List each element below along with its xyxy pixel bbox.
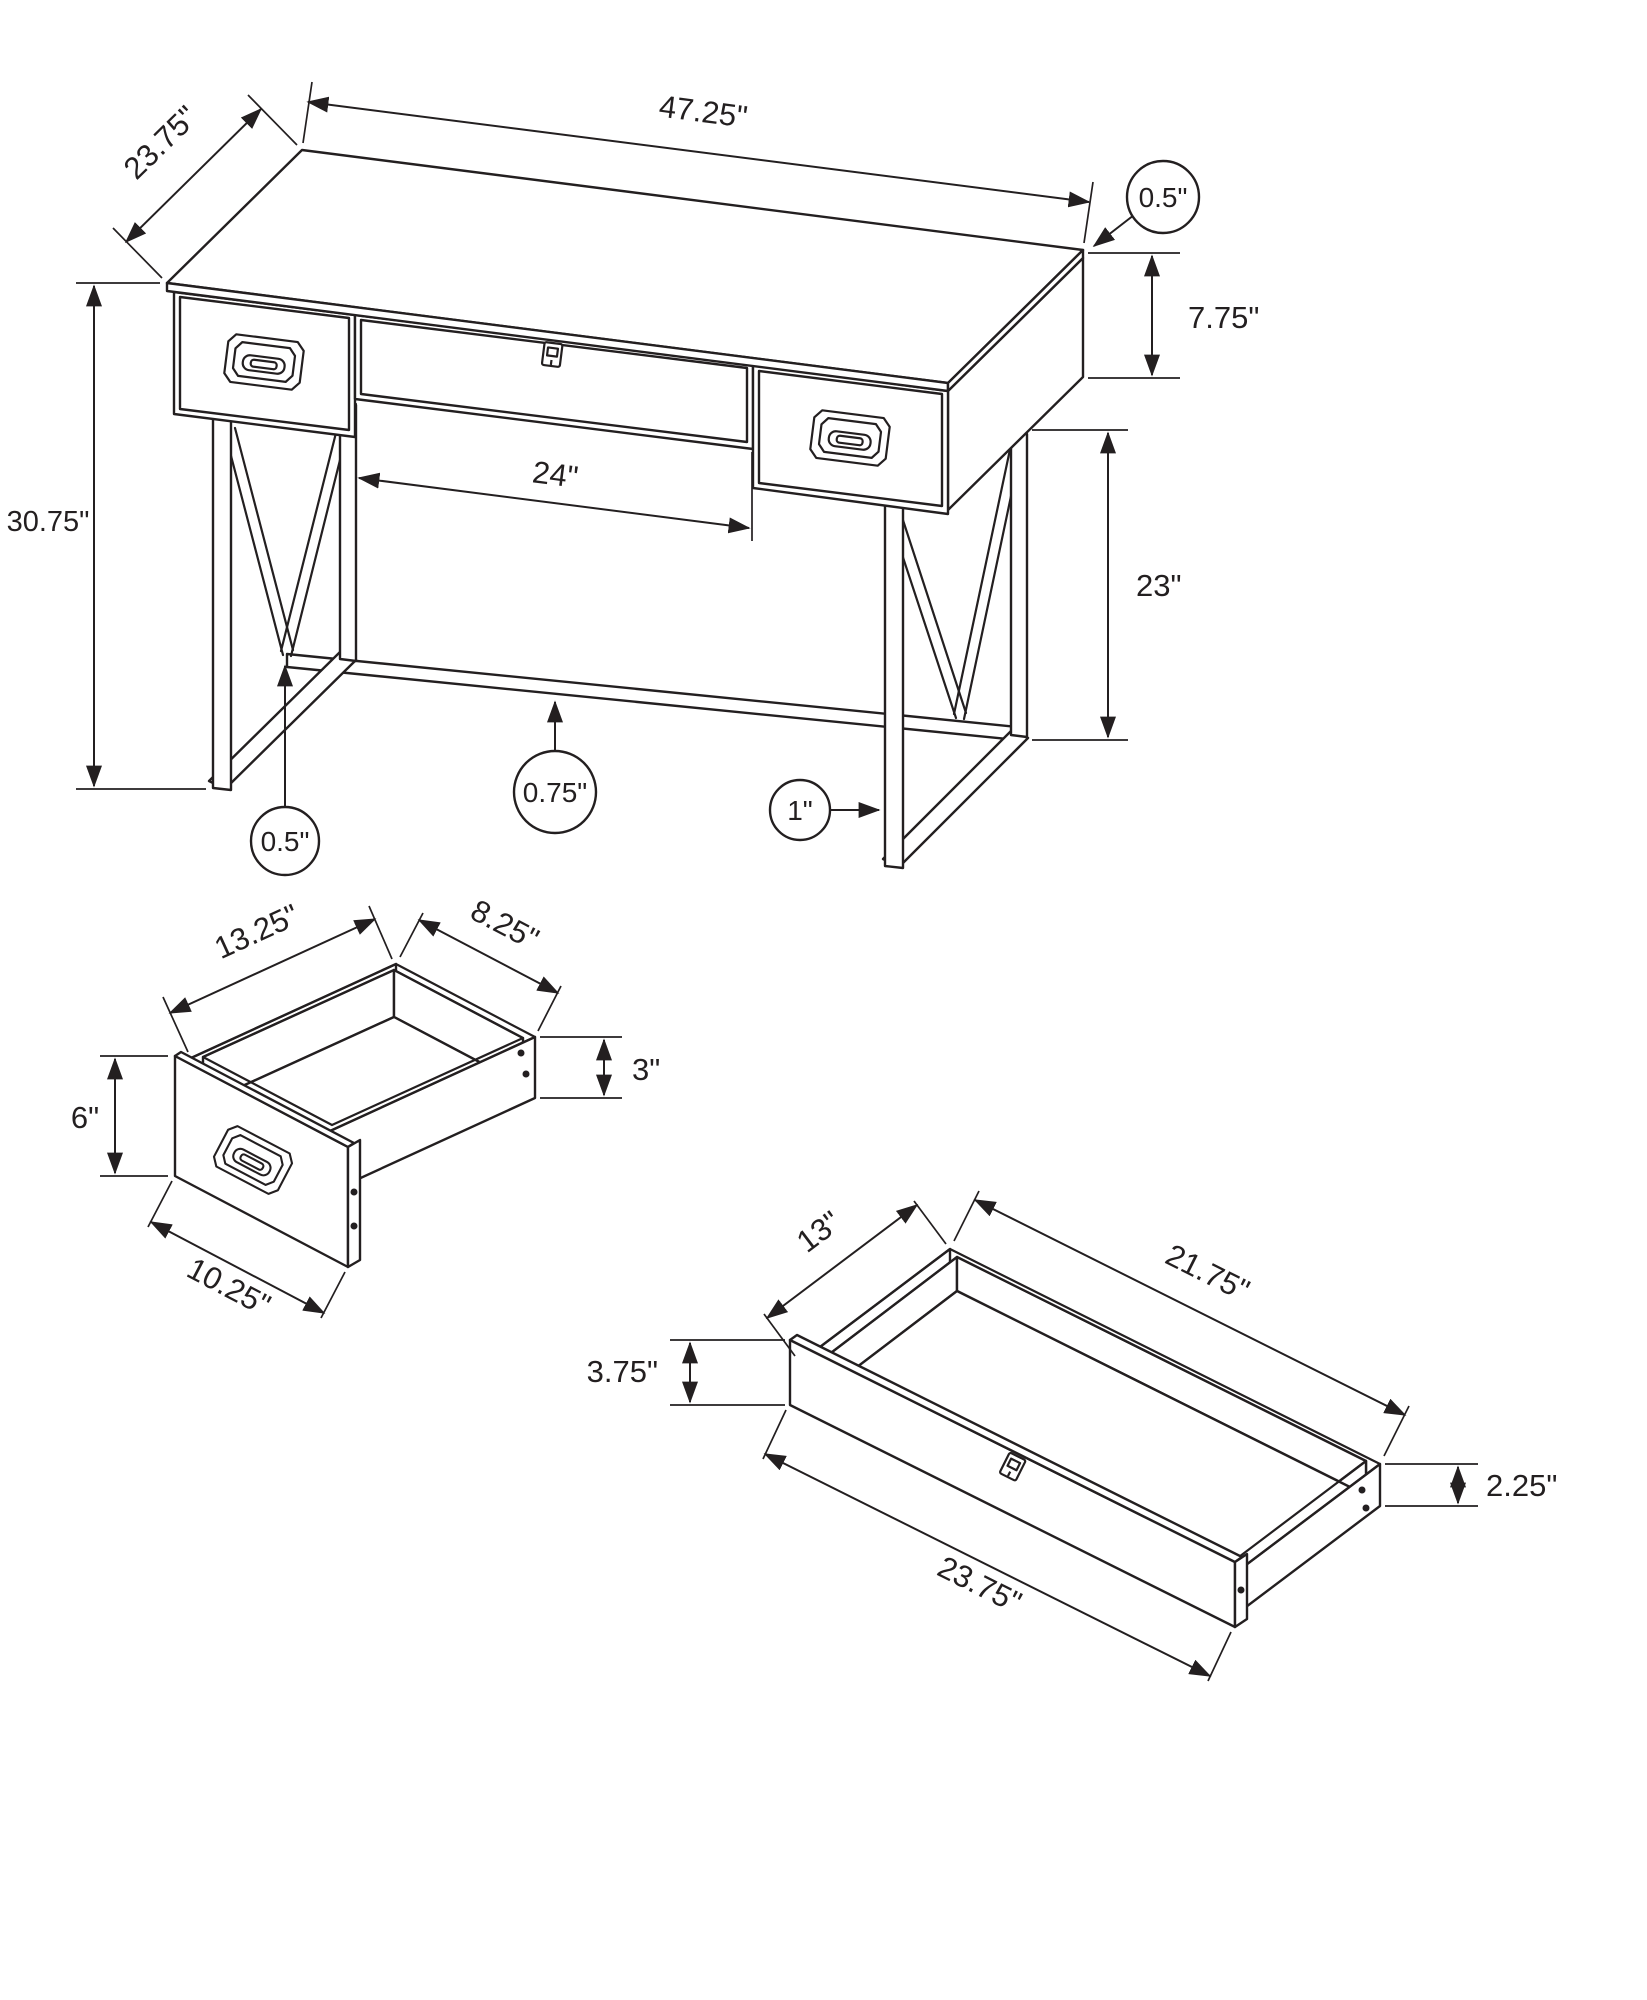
stretcher-bubble — [512, 749, 598, 835]
brace-bubble — [249, 805, 321, 877]
desk-stretcher — [285, 652, 1020, 742]
desk-knee-width-label: 24" — [531, 454, 581, 494]
small-drawer-width-label: 8.25" — [465, 893, 544, 957]
small-drawer-side-height-label: 3" — [632, 1052, 660, 1087]
desk-apron-height-label: 7.75" — [1188, 300, 1259, 335]
large-drawer-side-height-label: 2.25" — [1486, 1468, 1557, 1503]
desk-depth-label: 23.75" — [117, 99, 205, 186]
desk-view — [165, 148, 1085, 870]
desk-center-drawer-front — [359, 318, 749, 444]
large-drawer-front-height-label: 3.75" — [587, 1354, 658, 1389]
top-thickness-bubble — [1125, 159, 1201, 235]
desk-width-label: 47.25" — [657, 89, 749, 135]
desk-leg-height-label: 23" — [1136, 568, 1182, 603]
screw-dot — [1358, 1486, 1366, 1494]
desk-brace-label: 0.5" — [261, 826, 310, 857]
desk-top-right-edge — [946, 248, 1085, 393]
leg-post-bubble — [768, 778, 832, 842]
desk-left-leg — [207, 401, 358, 792]
large-drawer-view: 13" 21.75" 3.75" 2.25" 23.75" — [587, 1190, 1557, 1682]
small-drawer-view: 13.25" 8.25" 6" 3" 10.25" — [71, 893, 660, 1323]
screw-dot — [350, 1188, 358, 1196]
large-drawer-depth-label: 13" — [790, 1204, 847, 1259]
screw-dot — [522, 1070, 530, 1078]
large-drawer-front-width-label: 23.75" — [932, 1549, 1027, 1620]
desk-top-thickness-label: 0.5" — [1139, 182, 1188, 213]
screw-dot — [350, 1222, 358, 1230]
left-drawer-pull-icon — [222, 332, 306, 392]
center-drawer-latch-icon — [540, 340, 564, 369]
right-drawer-pull-icon — [808, 408, 892, 468]
desk-stretcher-label: 0.75" — [523, 777, 587, 808]
small-drawer-front-height-label: 6" — [71, 1100, 99, 1135]
small-drawer-depth-label: 13.25" — [209, 897, 304, 966]
large-drawer-width-label: 21.75" — [1160, 1237, 1255, 1308]
screw-dot — [517, 1049, 525, 1057]
small-drawer-front-width-label: 10.25" — [182, 1251, 277, 1323]
desk-leg-post-label: 1" — [787, 795, 813, 826]
screw-dot — [1362, 1504, 1370, 1512]
desk-overall-height-label: 30.75" — [7, 506, 90, 538]
screw-dot — [1237, 1586, 1245, 1594]
